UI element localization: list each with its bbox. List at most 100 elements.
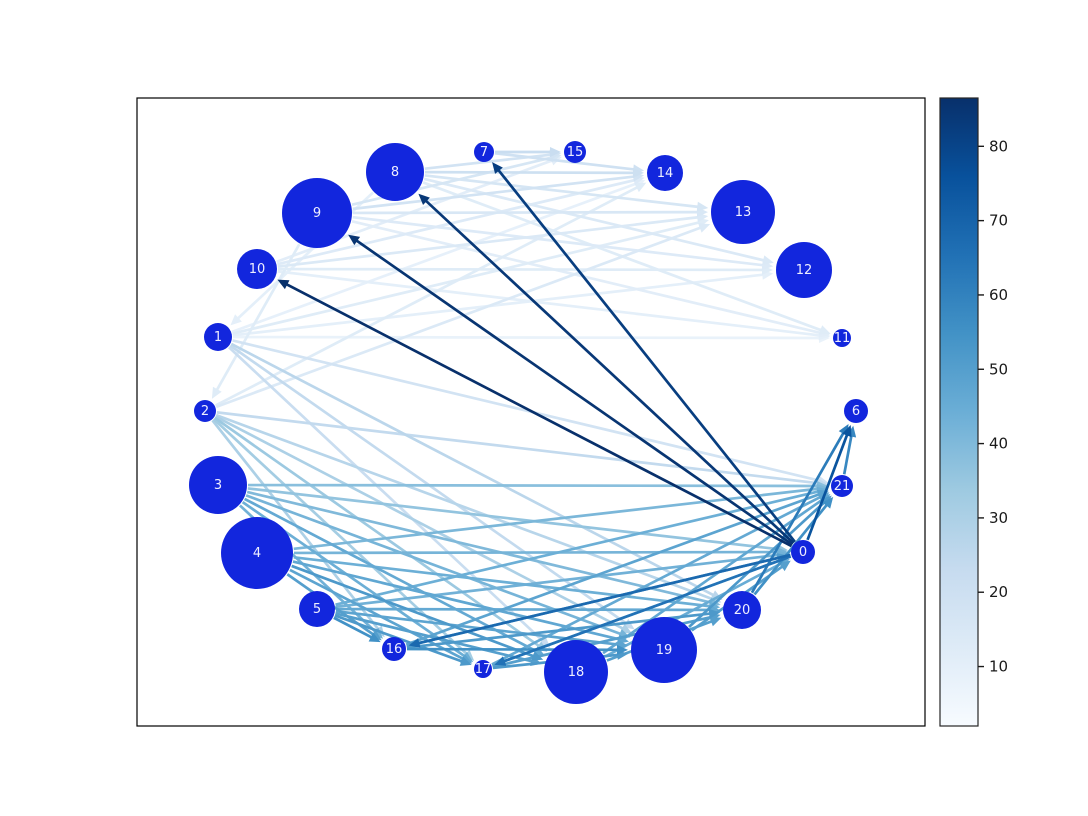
edge-arrowhead — [822, 496, 834, 509]
edge-line — [232, 335, 822, 340]
graph-node-12: 12 — [776, 242, 832, 298]
node-label: 10 — [249, 262, 266, 277]
node-label: 3 — [214, 478, 222, 493]
graph-node-5: 5 — [299, 591, 335, 627]
edge-line — [215, 185, 639, 407]
edge-line — [335, 553, 780, 609]
edge-0-8 — [418, 193, 795, 545]
edge-arrowhead — [708, 608, 721, 619]
edge-0-17 — [494, 555, 792, 666]
edge-line — [215, 415, 625, 631]
colorbar-tick-label: 40 — [989, 435, 1008, 453]
edge-8-14 — [424, 167, 645, 178]
graph-node-18: 18 — [544, 640, 608, 704]
graph-node-8: 8 — [366, 143, 424, 201]
node-circle — [791, 540, 815, 564]
edge-line — [335, 489, 820, 606]
edge-arrowhead — [709, 616, 722, 627]
edge-line — [291, 564, 536, 658]
graph-node-1: 1 — [204, 323, 232, 351]
node-circle — [564, 141, 586, 163]
edge-line — [215, 413, 714, 601]
edge-line — [230, 342, 716, 597]
edge-line — [417, 553, 791, 645]
node-circle — [544, 640, 608, 704]
edge-line — [247, 483, 820, 488]
graph-node-0: 0 — [791, 540, 815, 564]
node-label: 17 — [475, 662, 492, 677]
edge-line — [496, 168, 796, 543]
edge-arrowhead — [632, 167, 645, 178]
edge-line — [424, 170, 636, 175]
node-circle — [366, 143, 424, 201]
edge-0-7 — [492, 162, 796, 543]
node-circle — [237, 249, 277, 289]
edge-arrowhead — [408, 638, 421, 648]
node-label: 6 — [852, 404, 860, 419]
edge-line — [228, 346, 545, 643]
edge-line — [424, 174, 700, 209]
node-label: 19 — [656, 643, 673, 658]
edge-line — [405, 492, 821, 646]
graph-node-20: 20 — [723, 591, 761, 629]
edge-7-15 — [495, 147, 561, 157]
node-circle — [194, 400, 216, 422]
graph-node-4: 4 — [221, 517, 293, 589]
edge-line — [335, 607, 712, 612]
edge-layer — [211, 147, 857, 670]
node-circle — [382, 637, 406, 661]
colorbar-tick-label: 20 — [989, 583, 1008, 601]
edge-arrowhead — [761, 255, 774, 266]
node-label: 20 — [734, 603, 751, 618]
graph-node-11: 11 — [833, 329, 851, 347]
edge-arrowhead — [842, 425, 852, 438]
edge-line — [216, 411, 820, 485]
node-circle — [833, 329, 851, 347]
node-circle — [844, 399, 868, 423]
edge-line — [424, 198, 795, 545]
node-label: 16 — [386, 642, 403, 657]
edge-line — [277, 267, 765, 272]
edge-2-14 — [215, 182, 647, 407]
graph-node-13: 13 — [711, 180, 775, 244]
graph-node-2: 2 — [194, 400, 216, 422]
node-circle — [299, 591, 335, 627]
edge-0-6 — [806, 425, 852, 541]
graph-node-17: 17 — [474, 660, 492, 678]
node-label: 14 — [657, 166, 674, 181]
edge-line — [232, 273, 765, 337]
edge-line — [293, 487, 820, 551]
edge-line — [602, 498, 824, 655]
graph-node-15: 15 — [564, 141, 586, 163]
node-label: 8 — [391, 165, 399, 180]
node-circle — [221, 517, 293, 589]
edge-line — [423, 177, 766, 262]
node-label: 12 — [796, 263, 813, 278]
graph-node-10: 10 — [237, 249, 277, 289]
graph-node-3: 3 — [189, 456, 247, 514]
node-circle — [647, 155, 683, 191]
graph-node-6: 6 — [844, 399, 868, 423]
node-label: 21 — [834, 479, 851, 494]
node-circle — [723, 591, 761, 629]
edge-arrowhead — [230, 314, 242, 326]
edge-line — [293, 555, 712, 608]
graph-node-7: 7 — [474, 142, 494, 162]
edge-arrowhead — [418, 193, 430, 205]
edge-line — [806, 432, 849, 541]
edge-arrowhead — [634, 182, 647, 193]
edge-line — [352, 175, 636, 211]
node-circle — [189, 456, 247, 514]
node-label: 1 — [214, 330, 222, 345]
edge-4-18 — [291, 564, 544, 661]
edge-arrowhead — [211, 386, 222, 399]
node-circle — [282, 178, 352, 248]
node-label: 4 — [253, 546, 261, 561]
graph-node-21: 21 — [831, 475, 853, 497]
edge-8-12 — [423, 177, 774, 266]
edge-line — [292, 560, 621, 641]
colorbar-tick-label: 10 — [989, 658, 1008, 676]
edge-arrowhead — [818, 325, 831, 335]
